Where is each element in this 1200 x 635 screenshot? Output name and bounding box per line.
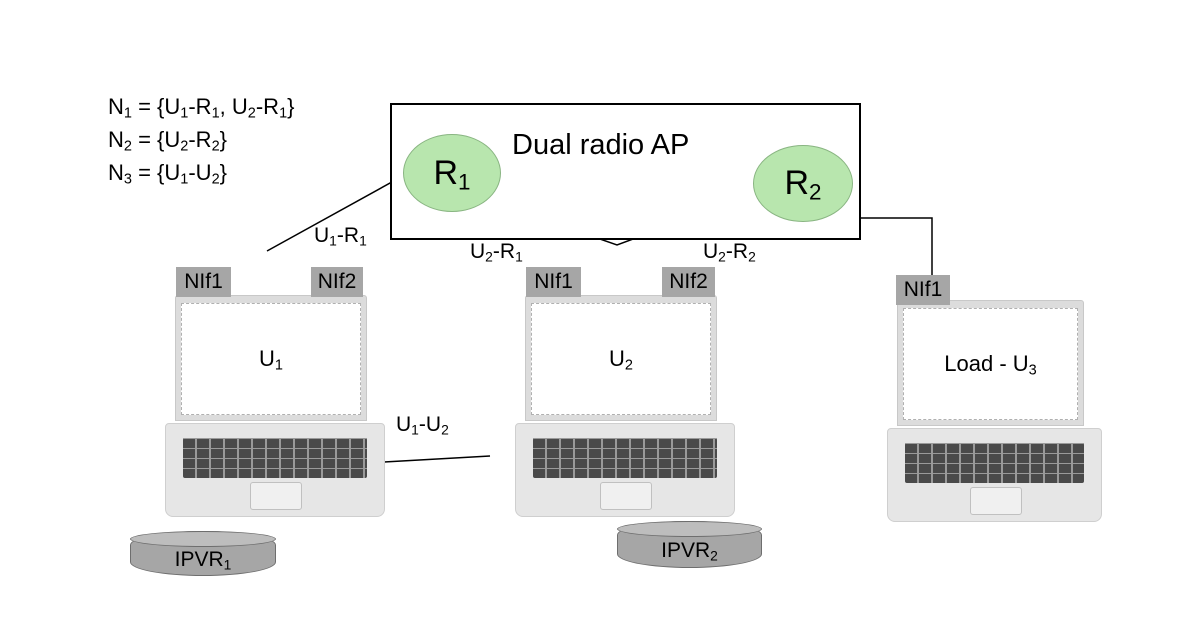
laptop-screen: Load - U3 [903, 308, 1078, 420]
radio-r1: R1 [403, 134, 501, 212]
storage-ipvr2-label: IPVR2 [661, 538, 718, 563]
laptop-lid: U2 [525, 295, 717, 421]
laptop-u3: Load - U3 [887, 300, 1102, 525]
u2-nif2: NIf2 [662, 267, 715, 297]
laptop-base [515, 423, 735, 517]
touchpad [969, 487, 1022, 515]
u3-nif1: NIf1 [896, 275, 950, 305]
laptop-lid: Load - U3 [897, 300, 1084, 426]
link-label-u2-r1: U2-R1 [470, 240, 523, 265]
keyboard [183, 438, 367, 478]
u2-nif1: NIf1 [526, 267, 581, 297]
laptop-base [887, 428, 1102, 522]
link-label-u2-r2: U2-R2 [703, 240, 756, 265]
set-n3: N3 = {U1-U2} [108, 160, 228, 188]
set-n2: N2 = {U2-R2} [108, 127, 228, 155]
laptop-screen: U1 [181, 303, 361, 415]
laptop-u1-label: U1 [259, 346, 283, 374]
radio-r1-label: R1 [433, 153, 471, 195]
touchpad [250, 482, 302, 510]
laptop-screen: U2 [531, 303, 711, 415]
keyboard [533, 438, 717, 478]
storage-ipvr1: IPVR1 [130, 531, 276, 576]
line-u1-u2 [383, 455, 491, 463]
network-sets: N1 = {U1-R1, U2-R1} N2 = {U2-R2} N3 = {U… [108, 90, 295, 189]
laptop-u2: U2 [515, 295, 735, 525]
line-ap-u3 [857, 217, 933, 278]
laptop-u3-label: Load - U3 [944, 351, 1037, 379]
u1-nif2: NIf2 [311, 267, 363, 297]
storage-ipvr2: IPVR2 [617, 521, 762, 568]
storage-ipvr1-label: IPVR1 [174, 547, 232, 572]
radio-r2-label: R2 [784, 164, 822, 205]
touchpad [600, 482, 652, 510]
laptop-base [165, 423, 385, 517]
radio-r2: R2 [753, 145, 853, 222]
dual-radio-ap: Dual radio AP R1 R2 [390, 103, 861, 240]
u1-nif1: NIf1 [176, 267, 231, 297]
ap-title: Dual radio AP [512, 129, 690, 161]
link-label-u1-u2: U1-U2 [396, 413, 449, 438]
laptop-u2-label: U2 [609, 346, 633, 374]
laptop-u1: U1 [165, 295, 385, 525]
keyboard [905, 443, 1084, 483]
laptop-lid: U1 [175, 295, 367, 421]
set-n1: N1 = {U1-R1, U2-R1} [108, 94, 295, 122]
link-label-u1-r1: U1-R1 [314, 224, 367, 249]
